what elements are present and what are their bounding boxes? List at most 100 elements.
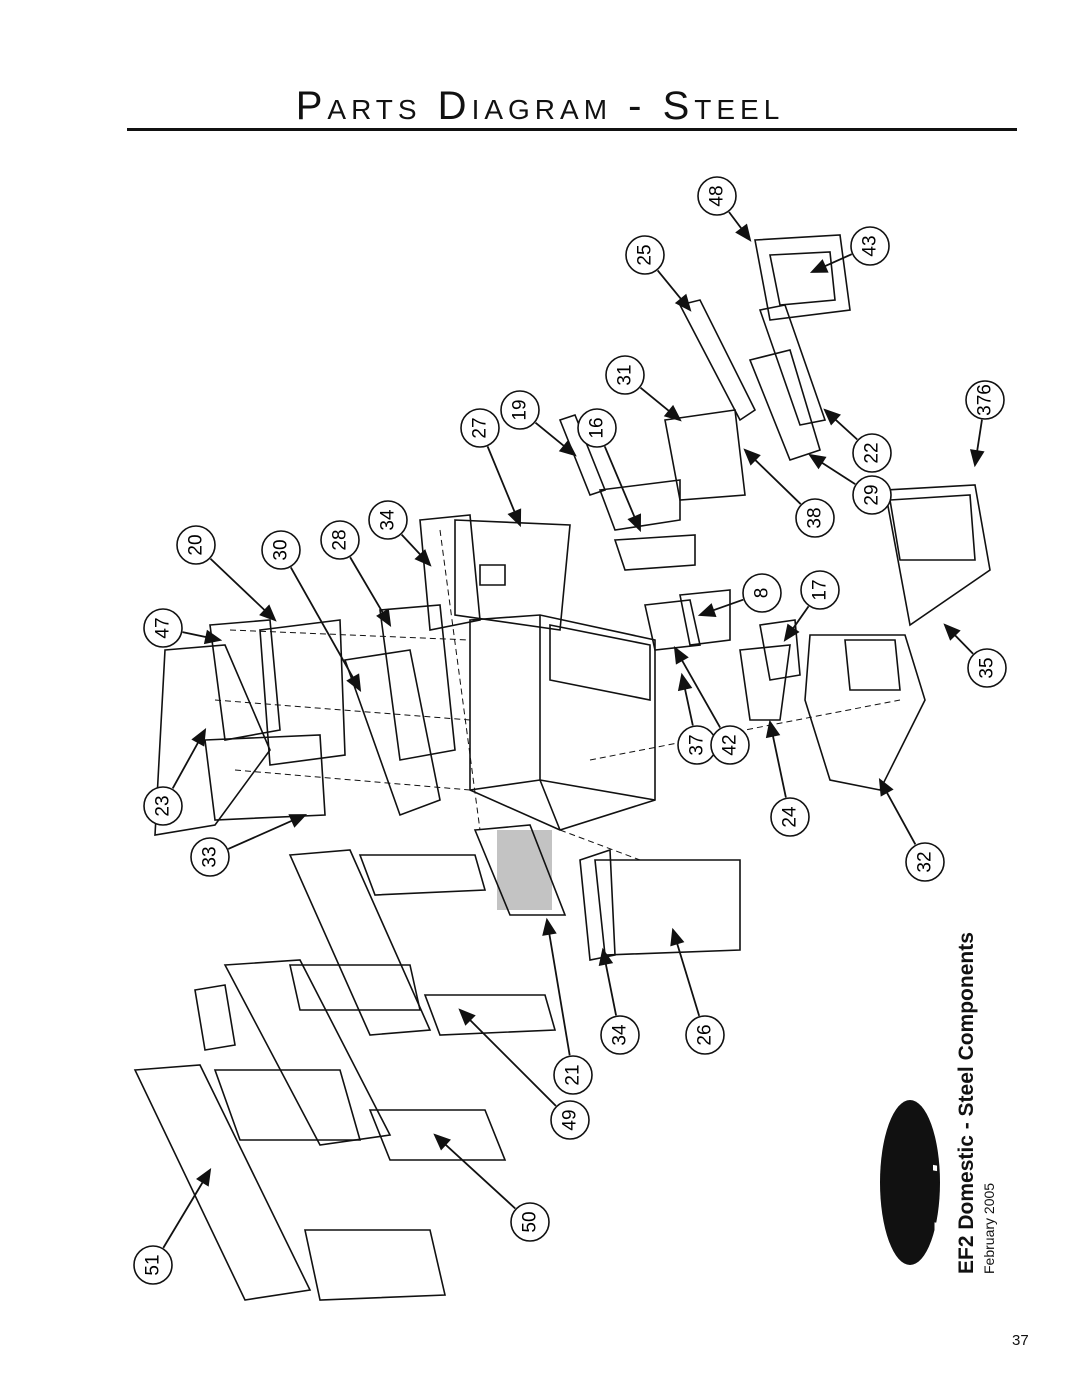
leader-line (770, 729, 787, 798)
callout-circle (500, 390, 540, 430)
callout-number: 8 (752, 588, 773, 599)
part-29 (748, 349, 821, 461)
part-16 (598, 479, 681, 531)
callout-circle (965, 380, 1005, 420)
callout-circle (320, 520, 360, 560)
callout-number: 50 (520, 1211, 541, 1232)
part-22 (758, 304, 827, 426)
part-28 (379, 604, 456, 761)
callout-circle (795, 498, 835, 538)
leader-line (883, 786, 917, 845)
callout-circle (710, 725, 750, 765)
part-50 (368, 1109, 507, 1161)
part-31 (664, 409, 746, 501)
callout-number: 25 (635, 244, 656, 265)
leader-line (750, 454, 802, 505)
callout-circle (577, 408, 617, 448)
callout-circle (261, 530, 301, 570)
callout-circle (770, 797, 810, 837)
part-48 (754, 234, 851, 321)
part-17 (759, 619, 801, 681)
leader-arrowhead (598, 947, 614, 967)
leader-arrowhead (414, 549, 432, 567)
product-date: February 2005 (981, 1182, 997, 1274)
leader-line (816, 458, 856, 485)
leader-arrowhead (259, 604, 277, 622)
part-34-top (419, 514, 481, 631)
part-34-bottom (579, 848, 616, 961)
leader-line (674, 937, 701, 1017)
callout-number: 38 (805, 507, 826, 528)
product-name: EF2 Domestic - Steel Components (955, 932, 978, 1274)
part-33 (204, 734, 326, 821)
callout-number: 27 (470, 417, 491, 438)
callout-circle (605, 355, 645, 395)
leader-line (639, 386, 675, 416)
callout-circle (800, 570, 840, 610)
callout-number: 34 (610, 1024, 631, 1046)
leader-arrowhead (627, 513, 641, 533)
leader-line (603, 446, 638, 523)
callout-number: 49 (560, 1109, 581, 1130)
part-25 (678, 299, 757, 422)
callout-number: 42 (720, 734, 741, 755)
callout-circle (852, 433, 892, 473)
panel-c (304, 1229, 446, 1301)
leader-arrowhead (558, 439, 577, 457)
part-51 (133, 1064, 312, 1301)
leader-line (465, 1015, 557, 1107)
leader-arrowhead (346, 673, 362, 692)
leader-line (171, 736, 202, 789)
callout-circle (553, 1055, 593, 1095)
leader-line (656, 269, 686, 305)
callout-circle (742, 573, 782, 613)
leader-arrowhead (677, 672, 693, 692)
leader-arrowhead (743, 448, 761, 466)
callout-number: 17 (810, 579, 831, 600)
part-27 (454, 519, 571, 631)
callout-number: 37 (687, 734, 708, 755)
panel-b (223, 959, 392, 1146)
callout-circle (176, 525, 216, 565)
callout-circle (550, 1100, 590, 1140)
part-35 (884, 484, 991, 627)
callout-number: 34 (378, 509, 399, 531)
callout-number: 47 (153, 617, 174, 638)
callout-number: 21 (563, 1064, 584, 1085)
part-20 (259, 619, 346, 766)
part-47 (209, 619, 281, 741)
leader-arrowhead (507, 508, 522, 528)
leader-line (349, 556, 387, 619)
leader-arrowhead (376, 608, 392, 627)
callout-circle (625, 235, 665, 275)
callout-circle (850, 226, 890, 266)
part-30 (343, 649, 441, 817)
callout-number: 29 (862, 484, 883, 505)
callout-circle (143, 608, 183, 648)
leader-arrowhead (808, 453, 827, 470)
callout-circle (460, 408, 500, 448)
product-block: EF2 Domestic - Steel Components February… (955, 932, 997, 1274)
leader-arrowhead (542, 917, 557, 936)
callout-number: 26 (695, 1024, 716, 1045)
page-number: 37 (1012, 1332, 1029, 1349)
leader-arrowhead (943, 623, 961, 641)
leader-arrowhead (670, 927, 685, 947)
callout-circle (685, 1015, 725, 1055)
callout-circle (697, 176, 737, 216)
callout-number: 51 (143, 1254, 164, 1275)
callout-number: 20 (186, 534, 207, 555)
leader-arrowhead (697, 603, 717, 617)
leader-arrowhead (969, 449, 985, 468)
leader-line (440, 1139, 516, 1210)
callout-circle (600, 1015, 640, 1055)
enviro-logo: Enviro (880, 1100, 971, 1265)
callout-number: 376 (975, 384, 996, 416)
callout-number: 48 (707, 185, 728, 206)
leader-arrowhead (823, 408, 841, 426)
callout-number: 31 (615, 364, 636, 385)
leader-line (162, 1176, 207, 1249)
callout-number: 35 (977, 657, 998, 678)
leader-line (227, 817, 299, 850)
part-42 (644, 599, 701, 651)
